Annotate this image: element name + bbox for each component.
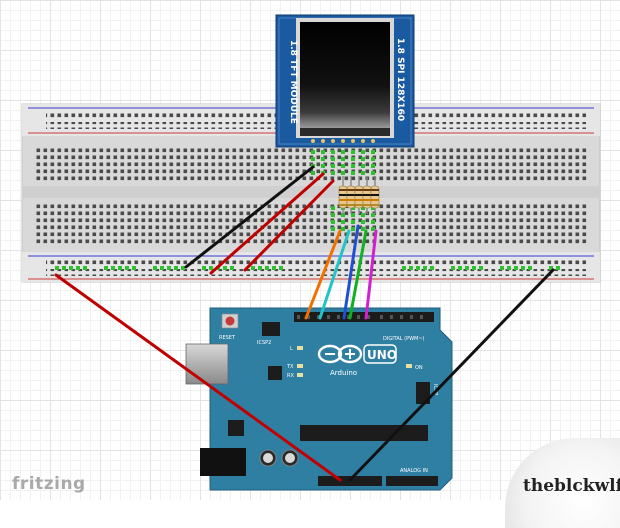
wire-blue [342, 224, 360, 320]
tft-module: 1.8 TFT MODULE 1.8 SPI 128X160 [275, 14, 415, 148]
icsp-label: ICSP [432, 384, 438, 395]
bottom-rail-holes-b [46, 269, 586, 276]
wire-red-vcc-breadboard [209, 172, 325, 275]
led-l [297, 346, 303, 350]
wire-red-led-breadboard [243, 179, 335, 272]
usb-connector [185, 343, 229, 385]
led-rx [297, 373, 303, 377]
wire-cyan [318, 229, 351, 320]
lower-terminal-holes [36, 202, 588, 244]
usb-chip [268, 366, 282, 380]
arduino-uno-board: DIGITAL (PWM~) RESET ICSP2 UNO Arduino L… [185, 307, 453, 491]
wire-red-5v-power [54, 273, 342, 482]
bottom-rail-holes-a [46, 260, 586, 267]
resistor-1 [338, 176, 348, 214]
digital-header-pins [297, 315, 423, 319]
analog-label: ANALOG IN [400, 468, 428, 474]
resistor-5 [370, 176, 380, 214]
tft-header-pins [311, 139, 375, 143]
tft-left-label: 1.8 TFT MODULE [288, 40, 298, 124]
power-jack [200, 448, 246, 476]
reset-label: RESET [219, 335, 236, 341]
icsp2-label: ICSP2 [257, 340, 271, 346]
digital-label: DIGITAL (PWM~) [383, 336, 425, 342]
led-on-label: ON [415, 365, 423, 371]
arduino-logo [317, 344, 363, 364]
atmega-chip [300, 425, 428, 441]
led-l-label: L [290, 346, 293, 352]
wires [54, 165, 555, 482]
resistors [338, 176, 380, 214]
led-tx-label: TX [286, 364, 294, 370]
analog-header [386, 476, 438, 486]
tft-right-label: 1.8 SPI 128X160 [395, 38, 405, 121]
author-watermark: theblckwlf [523, 476, 620, 496]
reset-button-cap[interactable] [225, 316, 235, 326]
circuit-diagram: 1.8 TFT MODULE 1.8 SPI 128X160 DIGITAL (… [21, 14, 601, 491]
arduino-pcb [209, 307, 453, 491]
arduino-name-label: Arduino [330, 369, 357, 377]
uno-label: UNO [367, 348, 397, 362]
wire-magenta [364, 229, 378, 320]
icsp-header [416, 382, 430, 404]
icsp2-header [262, 322, 280, 336]
uno-badge [363, 344, 397, 364]
wire-black-gnd-breadboard [184, 165, 315, 269]
digital-header [294, 312, 434, 322]
tft-screen [300, 22, 390, 128]
wire-orange [304, 229, 342, 320]
center-channel [22, 186, 600, 198]
voltage-regulator [228, 420, 244, 436]
wire-green [348, 229, 368, 320]
resistor-4 [362, 176, 372, 214]
tft-screen-ribbon [300, 128, 390, 136]
wire-black-gnd-power [348, 268, 555, 482]
led-rx-label: RX [287, 373, 294, 379]
fritzing-watermark: fritzing [12, 474, 86, 494]
led-on [406, 364, 412, 368]
led-tx [297, 364, 303, 368]
